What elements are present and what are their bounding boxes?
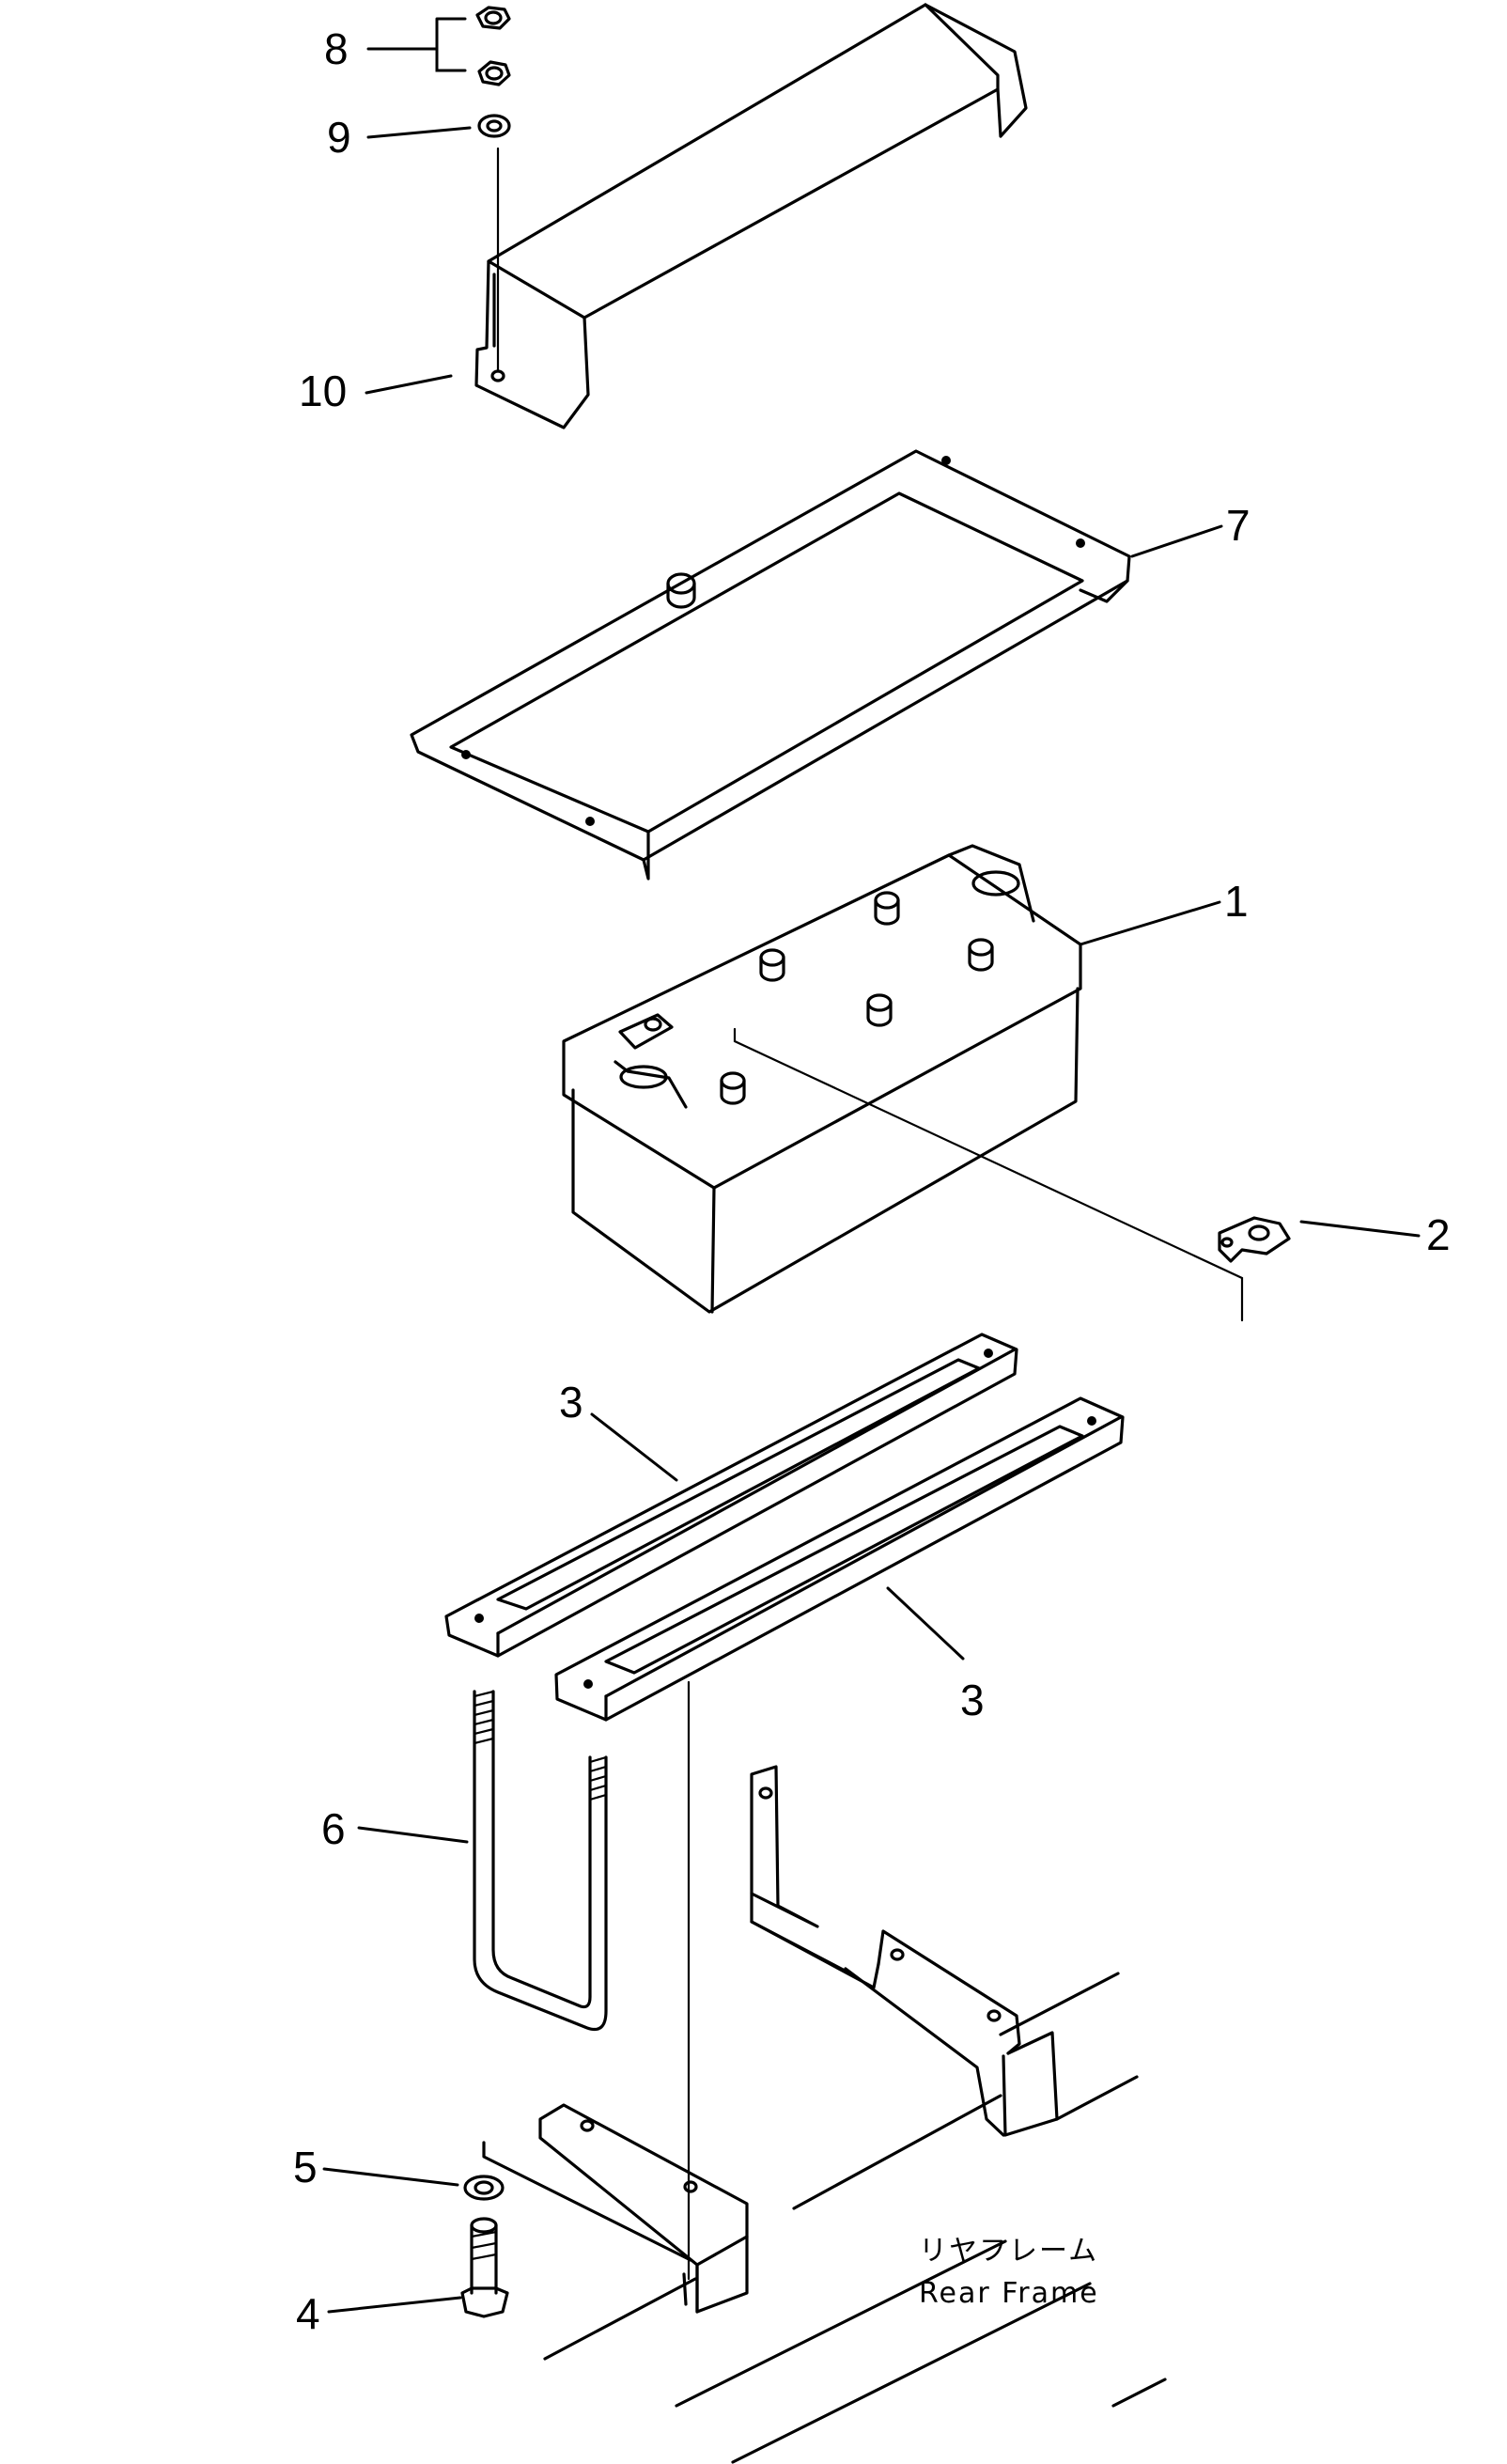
leader-3a bbox=[590, 1412, 678, 1482]
rear-frame-label-japanese: リヤフレーム bbox=[919, 2235, 1098, 2268]
battery bbox=[562, 844, 1082, 1314]
leader-9 bbox=[366, 126, 472, 139]
nut-lower bbox=[477, 60, 511, 86]
callout-10: 10 bbox=[299, 366, 347, 415]
terminal-clamp-guide-line bbox=[733, 1027, 1244, 1322]
rear-frame-label-english: Rear Frame bbox=[919, 2277, 1099, 2310]
leader-6 bbox=[357, 1826, 469, 1844]
right-support-bracket bbox=[750, 1765, 1059, 2137]
callout-3-lower: 3 bbox=[960, 1676, 985, 1724]
leader-2 bbox=[1299, 1220, 1421, 1238]
callout-7: 7 bbox=[1226, 501, 1251, 550]
callout-5: 5 bbox=[293, 2143, 318, 2191]
terminal-clamp bbox=[1218, 1216, 1291, 1263]
j-bolt bbox=[473, 1690, 608, 2032]
leader-4 bbox=[327, 2296, 462, 2314]
leader-5 bbox=[322, 2167, 459, 2187]
callout-3-upper: 3 bbox=[559, 1378, 583, 1427]
leader-3b bbox=[886, 1586, 965, 1661]
callout-2: 2 bbox=[1426, 1210, 1451, 1259]
callout-1: 1 bbox=[1224, 877, 1249, 926]
callout-4: 4 bbox=[296, 2289, 320, 2338]
leader-10 bbox=[365, 374, 453, 395]
lock-washer bbox=[477, 114, 511, 138]
nut-upper bbox=[475, 6, 511, 30]
callout-6: 6 bbox=[321, 1804, 346, 1853]
callout-9: 9 bbox=[327, 113, 351, 162]
hex-bolt bbox=[460, 2217, 509, 2318]
left-support-bracket bbox=[482, 2103, 749, 2314]
rear-frame bbox=[543, 1972, 1167, 2464]
lock-washer-lower bbox=[463, 2175, 505, 2201]
callout-8: 8 bbox=[324, 24, 349, 73]
leader-7 bbox=[1130, 524, 1223, 558]
battery-rail-lower bbox=[554, 1396, 1125, 1722]
battery-terminal-caps bbox=[618, 891, 994, 1105]
leader-1 bbox=[1079, 900, 1221, 946]
battery-frame bbox=[410, 449, 1131, 881]
leader-8 bbox=[366, 17, 467, 72]
battery-rail-upper bbox=[444, 1333, 1018, 1658]
battery-hold-down-bracket bbox=[474, 3, 1028, 429]
